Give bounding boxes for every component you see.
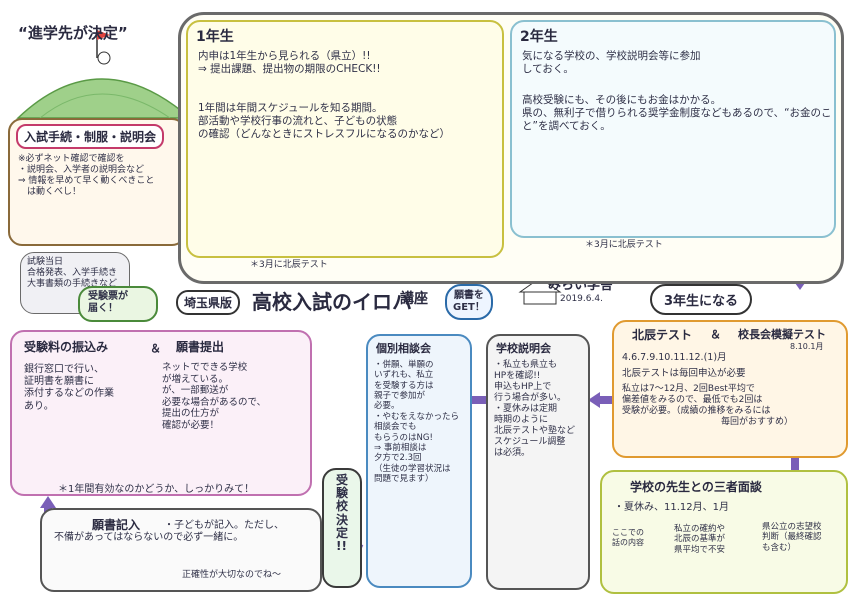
setsumeikai-title: 学校説明会 <box>496 342 551 355</box>
fee-box: 受験料の振込み ＆ 願書提出 銀行窓口で行い、 証明書を願書に 添付するなどの作… <box>10 330 312 496</box>
pass-check-body: 受験票が 届く！ <box>88 291 128 315</box>
sansha-box: 学校の先生との三者面談 ・夏休み、11.12月、1月 ここでの 話の内容 私立の… <box>600 470 848 594</box>
sansha-col-1: ここでの 話の内容 <box>612 528 644 547</box>
sansha-dates: ・夏休み、11.12月、1月 <box>614 502 729 513</box>
setsumeikai-box: 学校説明会 ・私立も県立も HPを確認!! 申込もHP上で 行う場合が多い。 ・… <box>486 334 590 590</box>
fee-title: 受験料の振込み <box>24 340 109 354</box>
hokushin-months: 4.6.7.9.10.11.12.(1)月 <box>622 352 727 363</box>
decided-box: 受 験 校 決 定 !! <box>322 468 362 588</box>
fee-left: 銀行窓口で行い、 証明書を願書に 添付するなどの作業 あり。 <box>24 364 114 412</box>
decision-title: “進学先が決定” <box>18 24 128 42</box>
grade1-label: 1年生 <box>196 29 234 45</box>
hokushin-item-2: 私立は7〜12月、2回Best平均で 偏差値をみるので、最低でも2回は 受験が必… <box>622 384 794 427</box>
application-body: ・子どもが記入。ただし、 不備があってはならないので必ず一緒に。 <box>54 520 284 544</box>
grade2-label: 2年生 <box>520 29 558 45</box>
get-badge: 願書を GET！ <box>445 284 493 321</box>
grade3-badge: 3年生になる <box>650 284 753 315</box>
application-box: 願書記入 ・子どもが記入。ただし、 不備があってはならないので必ず一緒に。 正確… <box>40 508 322 592</box>
validity-note: ＊1年間有効なのかどうか、しっかりみて！ <box>58 484 255 495</box>
grade1-item-2: 1年間は年間スケジュールを知る期間。 部活動や学校行事の流れと、子どもの状態 の… <box>198 102 450 140</box>
application-note: 正確性が大切なのでね〜 <box>182 570 282 580</box>
sheet-title: 高校入試のイロハ <box>252 290 412 314</box>
hokushin-title2: 校長会模擬テスト <box>738 328 826 341</box>
sansha-col-2: 私立の確約や 北辰の基準が 県平均で不安 <box>674 524 726 555</box>
exam-day-box: 試験当日 合格発表、入学手続き 大事書類の手続きなど <box>20 252 130 314</box>
fee-title2: 願書提出 <box>176 340 225 354</box>
hokushin-schedule: 8.10.1月 <box>790 342 824 351</box>
hokushin-item-1: 北辰テストは毎回申込が必要 <box>622 368 746 379</box>
procedure-box: 入試手続・制服・説明会 ※必ずネット確認で確認を ・説明会、入学者の説明会など … <box>8 118 186 246</box>
setsumeikai-body: ・私立も県立も HPを確認!! 申込もHP上で 行う場合が多い。 ・夏休みは定期… <box>494 360 576 458</box>
grade2-item-1: 気になる学校の、学校説明会等に参加 しておく。 <box>522 50 701 75</box>
exam-day-body: 試験当日 合格発表、入学手続き 大事書類の手続きなど <box>27 257 118 289</box>
grade2-footnote: ＊3月に北辰テスト <box>585 240 663 250</box>
grade1-box: 1年生 内申は1年生から見られる（県立）!! ⇒ 提出課題、提出物の期限のCHE… <box>186 20 504 258</box>
grade2-box: 2年生 気になる学校の、学校説明会等に参加 しておく。 高校受験にも、その後にも… <box>510 20 836 238</box>
hokushin-box: 北辰テスト ＆ 校長会模擬テスト 8.10.1月 4.6.7.9.10.11.1… <box>612 320 848 458</box>
decided-body: 受 験 校 決 定 !! <box>336 473 349 553</box>
hokushin-title: 北辰テスト <box>632 328 693 342</box>
fee-amp: ＆ <box>150 342 161 355</box>
procedure-body: ※必ずネット確認で確認を ・説明会、入学者の説明会など ⇒ 情報を早めて早く動く… <box>18 154 155 197</box>
pass-check-box: 受験票が 届く！ <box>78 286 158 322</box>
kobetsu-box: 個別相談会 ・併願、単願の いずれも、私立 を受験する方は 親子で参加が 必要。… <box>366 334 472 588</box>
procedure-title: 入試手続・制服・説明会 <box>16 124 165 149</box>
sansha-col-3: 県公立の志望校 判断（最終確認 も含む） <box>762 522 822 553</box>
grade2-item-2: 高校受験にも、その後にもお金はかかる。 県の、無利子で借りられる奨学金制度なども… <box>522 94 832 132</box>
sheet-title-suffix: 講座 <box>400 291 428 307</box>
sansha-title: 学校の先生との三者面談 <box>630 480 762 494</box>
grade1-item-1: 内申は1年生から見られる（県立）!! ⇒ 提出課題、提出物の期限のCHECK!! <box>198 50 381 75</box>
fee-right: ネットでできる学校 が増えている。 が、一部郵送が 必要な場合があるので、 提出… <box>162 362 267 431</box>
kobetsu-body: ・併願、単願の いずれも、私立 を受験する方は 親子で参加が 必要。 ・やむをえ… <box>374 360 460 484</box>
application-title: 願書記入 <box>92 518 141 532</box>
kobetsu-title: 個別相談会 <box>376 342 431 355</box>
brand-badge: 埼玉県版 <box>176 290 241 315</box>
grade1-footnote: ＊3月に北辰テスト <box>250 260 328 270</box>
sheet-date: 2019.6.4. <box>560 294 603 304</box>
hokushin-amp: ＆ <box>710 328 721 341</box>
